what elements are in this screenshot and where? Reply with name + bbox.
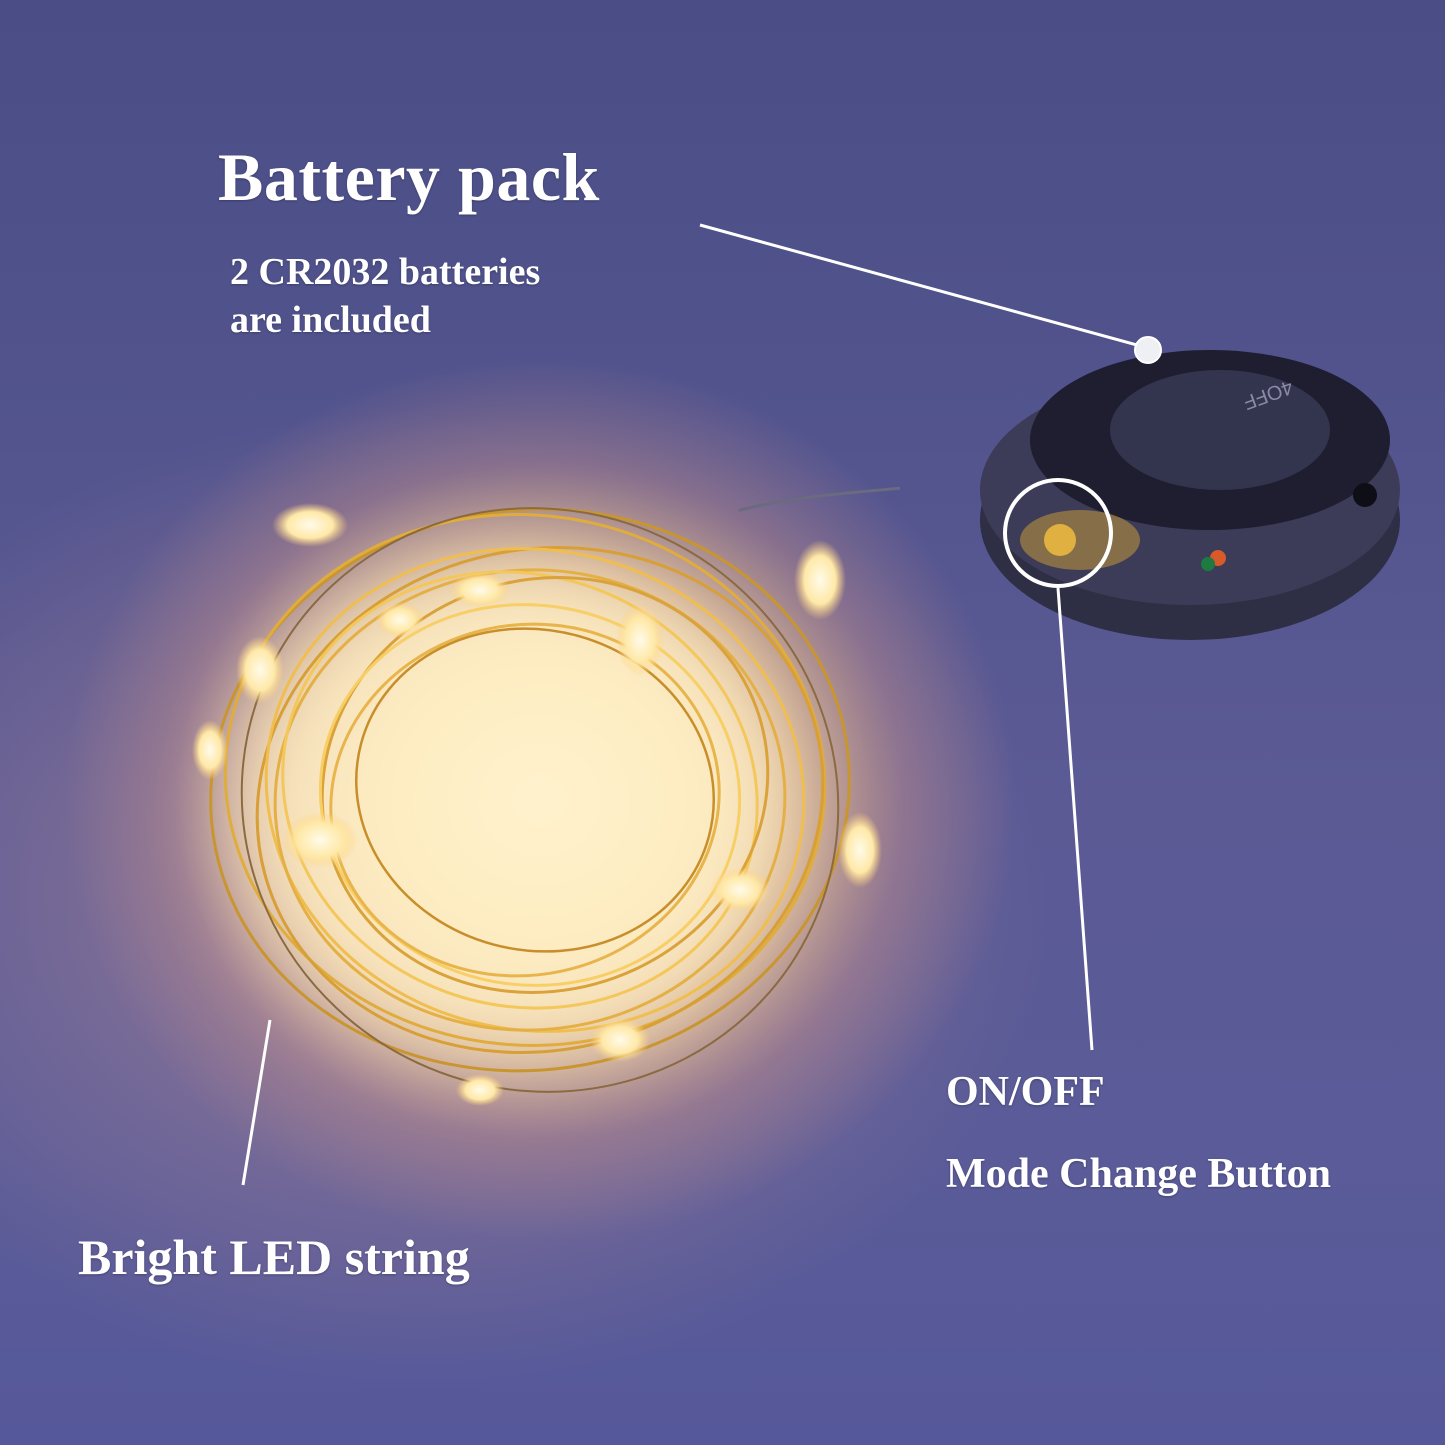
led-string-coil [192, 486, 900, 1106]
led-string-label: Bright LED string [78, 1229, 470, 1285]
onoff-label: ON/OFF [946, 1069, 1105, 1115]
battery-info-line2: are included [230, 299, 431, 341]
battery-pack-image: 4OFF [980, 350, 1400, 640]
battery-info-line1: 2 CR2032 batteries [230, 251, 541, 293]
battery-pack-title: Battery pack [218, 139, 600, 215]
mode-change-label: Mode Change Button [946, 1151, 1332, 1197]
